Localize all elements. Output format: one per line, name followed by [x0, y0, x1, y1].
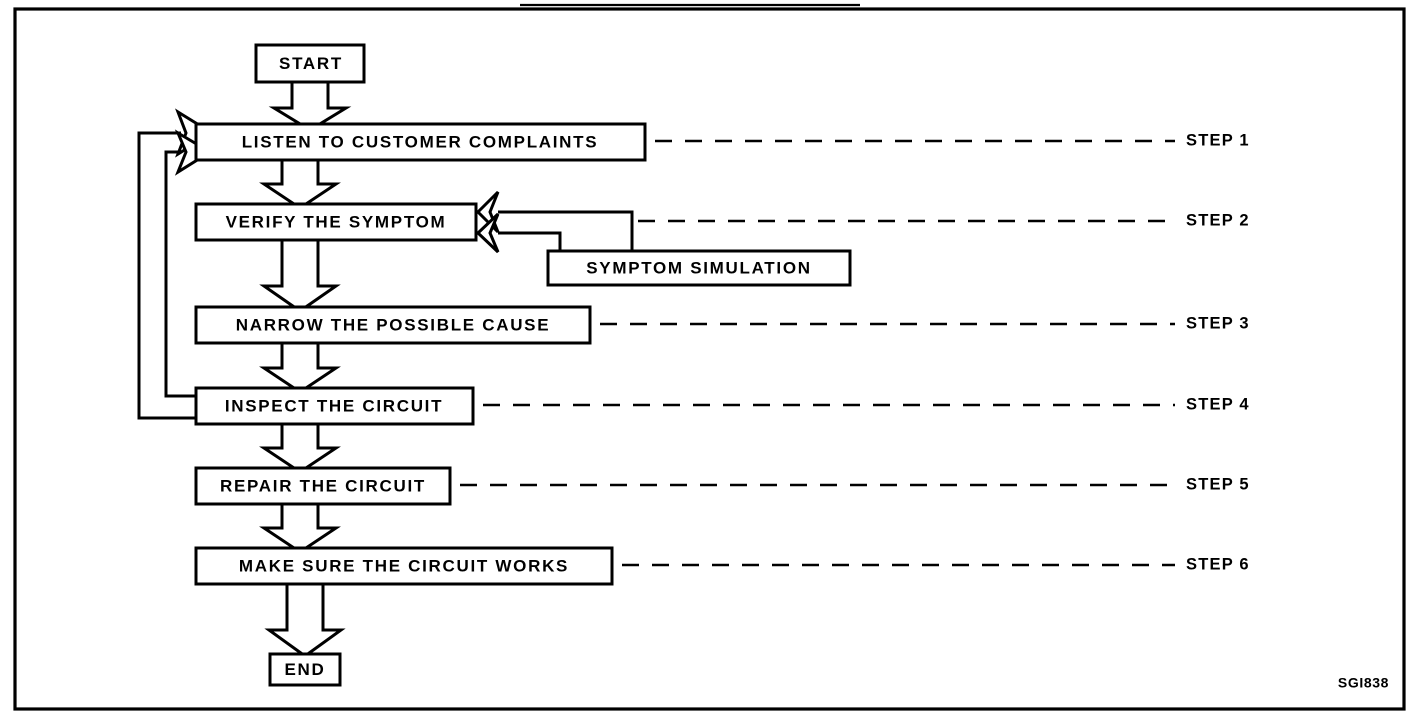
- step-leaders: [460, 139, 1175, 567]
- node-start: START: [254, 43, 366, 84]
- flow-arrows: [259, 80, 352, 658]
- figure-signature: SGI838: [1338, 675, 1389, 691]
- node-verify-the-symptom: VERIFY THE SYMPTOM: [194, 202, 478, 242]
- node-label-step5: REPAIR THE CIRCUIT: [220, 476, 426, 495]
- arrow-step6-to-end: [264, 582, 346, 658]
- feedback-loop-inner: [164, 129, 213, 398]
- figure-border: [13, 7, 1406, 711]
- simulation-feedback-arrows: [475, 190, 634, 254]
- node-symptom-simulation: SYMPTOM SIMULATION: [546, 249, 852, 287]
- node-box-step5: [194, 466, 452, 506]
- arrow-step3-to-step4: [259, 341, 341, 394]
- node-box-start: [254, 43, 366, 84]
- node-box-step6: [194, 546, 614, 586]
- node-narrow-the-possible-cause: NARROW THE POSSIBLE CAUSE: [194, 305, 592, 345]
- step-labels: STEP 1 STEP 2 STEP 3 STEP 4 STEP 5 STEP …: [1186, 131, 1250, 573]
- node-box-end: [268, 652, 342, 687]
- arrow-step5-to-step6: [259, 502, 341, 554]
- node-box-step2: [194, 202, 478, 242]
- simulation-arrowhead-lower: [475, 212, 500, 254]
- node-label-step3: NARROW THE POSSIBLE CAUSE: [236, 315, 551, 334]
- node-inspect-the-circuit: INSPECT THE CIRCUIT: [194, 386, 475, 426]
- step-label-4: STEP 4: [1186, 395, 1250, 413]
- arrow-step4-to-step5: [259, 422, 341, 474]
- arrow-step2-to-step3: [259, 238, 341, 313]
- node-make-sure-the-circuit-works: MAKE SURE THE CIRCUIT WORKS: [194, 546, 614, 586]
- node-box-step3: [194, 305, 592, 345]
- node-listen-to-customer-complaints: LISTEN TO CUSTOMER COMPLAINTS: [194, 122, 647, 162]
- node-label-step1: LISTEN TO CUSTOMER COMPLAINTS: [242, 132, 599, 151]
- node-label-start: START: [279, 54, 343, 73]
- node-box-step4: [194, 386, 475, 426]
- node-label-end: END: [285, 660, 326, 679]
- step-label-1: STEP 1: [1186, 131, 1250, 149]
- node-label-step2: VERIFY THE SYMPTOM: [226, 212, 447, 231]
- node-label-step4: INSPECT THE CIRCUIT: [225, 396, 443, 415]
- node-repair-the-circuit: REPAIR THE CIRCUIT: [194, 466, 452, 506]
- arrow-step1-to-step2: [259, 158, 341, 210]
- node-label-step6: MAKE SURE THE CIRCUIT WORKS: [239, 556, 569, 575]
- node-box-step1: [194, 122, 647, 162]
- node-end: END: [268, 652, 342, 687]
- step-label-6: STEP 6: [1186, 555, 1250, 573]
- step-label-5: STEP 5: [1186, 475, 1250, 493]
- node-label-symptom-simulation: SYMPTOM SIMULATION: [586, 258, 811, 277]
- node-box-symptom-simulation: [546, 249, 852, 287]
- step-label-3: STEP 3: [1186, 314, 1250, 332]
- arrow-start-to-step1: [268, 80, 352, 132]
- step-label-2: STEP 2: [1186, 211, 1250, 229]
